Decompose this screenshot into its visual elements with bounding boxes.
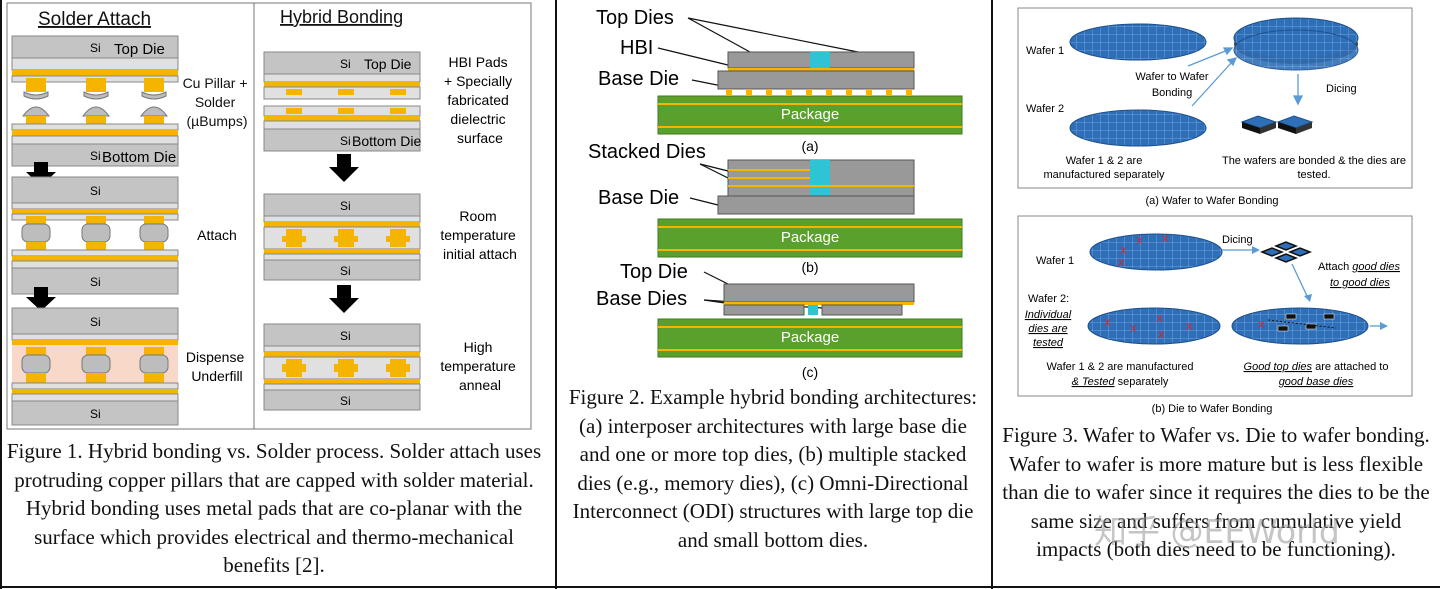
label-top-die-c: Top Die: [620, 261, 688, 283]
divider-2: [991, 0, 993, 589]
subcaption-a: (a): [801, 138, 818, 154]
svg-text:Si: Si: [340, 329, 351, 343]
hybrid-stage-3: Si Si: [263, 323, 421, 411]
svg-text:X: X: [1158, 330, 1165, 341]
label-base-die-b: Base Die: [598, 187, 679, 209]
svg-text:X: X: [1186, 322, 1193, 333]
package-label-b: Package: [781, 229, 839, 246]
arrow-down-icon: [329, 154, 359, 182]
subcaption-c: (c): [802, 364, 818, 380]
svg-text:Si: Si: [90, 184, 101, 198]
svg-text:X: X: [1120, 246, 1127, 257]
label-hbi-pads: HBI Pads + Specially fabricated dielectr…: [444, 54, 516, 146]
hybrid-stage-1: Si Top Die Si Bottom Die: [263, 51, 421, 152]
divider-left: [0, 0, 2, 589]
bottom-rule: [0, 586, 1440, 588]
arrow-down-icon: [26, 162, 56, 186]
svg-text:Attach good dies: Attach good dies: [1318, 261, 1400, 273]
svg-text:X: X: [1118, 258, 1125, 269]
svg-text:Si: Si: [340, 394, 351, 408]
svg-text:Bottom Die: Bottom Die: [352, 133, 421, 149]
diced-grid: [1259, 241, 1313, 263]
heading-solder-attach: Solder Attach: [38, 9, 151, 30]
svg-text:Si: Si: [340, 57, 351, 71]
svg-text:Si: Si: [340, 199, 351, 213]
svg-text:Si: Si: [340, 134, 351, 148]
svg-text:Wafer 1: Wafer 1: [1036, 255, 1074, 267]
svg-text:Si: Si: [90, 41, 101, 55]
label-bottom-die: Bottom Die: [102, 149, 176, 166]
svg-text:Si: Si: [90, 275, 101, 289]
solder-stage-3: Si Si: [11, 307, 179, 426]
hybrid-stage-2: Si Si: [263, 193, 421, 281]
label-hbi: HBI: [620, 37, 653, 59]
svg-text:Top Die: Top Die: [364, 56, 412, 72]
svg-text:Wafer 1: Wafer 1: [1026, 45, 1064, 57]
label-room-temp: Room temperature initial attach: [440, 208, 519, 262]
subcaption-b: (b): [801, 259, 818, 275]
svg-text:X: X: [1130, 324, 1137, 335]
svg-text:Si: Si: [90, 149, 101, 163]
bumps-a: [726, 89, 912, 96]
package-label-c: Package: [781, 329, 839, 346]
label-dispense-underfill: Dispense Underfill: [186, 349, 248, 384]
arch-b: Package: [657, 159, 963, 258]
svg-text:The wafers are bonded & the di: The wafers are bonded & the dies aretest…: [1222, 155, 1406, 181]
svg-text:Si: Si: [340, 264, 351, 278]
figure1-diagram: Solder Attach Hybrid Bonding Si Top Die …: [6, 2, 532, 430]
label-base-die-a: Base Die: [598, 68, 679, 90]
svg-text:& Tested separately: & Tested separately: [1072, 376, 1169, 388]
svg-text:to good dies: to good dies: [1330, 277, 1390, 289]
label-attach: Attach: [197, 227, 237, 243]
svg-text:Si: Si: [90, 315, 101, 329]
arch-a: Package: [657, 51, 963, 135]
svg-text:good base dies: good base dies: [1279, 376, 1354, 388]
arrow-down-icon: [26, 287, 56, 311]
figure2-caption: Figure 2. Example hybrid bonding archite…: [568, 385, 978, 552]
package-label-a: Package: [781, 106, 839, 123]
heading-hybrid-bonding: Hybrid Bonding: [280, 7, 403, 27]
svg-text:Wafer 2: Wafer 2: [1026, 103, 1064, 115]
svg-text:X: X: [1162, 234, 1169, 245]
figure3b-caption: (b) Die to Wafer Bonding: [1152, 403, 1273, 415]
diced-dies: [1240, 115, 1314, 134]
svg-text:X: X: [1136, 236, 1143, 247]
divider-1: [555, 0, 557, 589]
solder-stage-1: Si Top Die Si Bottom Die: [11, 35, 179, 167]
label-top-die: Top Die: [114, 41, 165, 58]
svg-text:Dicing: Dicing: [1222, 234, 1253, 246]
svg-text:Dicing: Dicing: [1326, 83, 1357, 95]
svg-text:Good top dies are attached to: Good top dies are attached to: [1244, 361, 1389, 373]
figure3-caption: Figure 3. Wafer to Wafer vs. Die to wafe…: [1002, 423, 1430, 561]
label-high-temp: High temperature anneal: [440, 339, 519, 393]
figure3a-caption: (a) Wafer to Wafer Bonding: [1145, 195, 1278, 207]
figure1-frame: [6, 2, 532, 430]
svg-text:Wafer 2:: Wafer 2:: [1028, 293, 1069, 305]
figure2-diagram: Top Dies HBI Base Die Package (a) Stacke…: [588, 7, 963, 380]
label-stacked-dies: Stacked Dies: [588, 141, 706, 163]
svg-text:Wafer 1 & 2 are manufactured: Wafer 1 & 2 are manufactured: [1047, 361, 1194, 373]
svg-text:Si: Si: [90, 407, 101, 421]
label-top-dies: Top Dies: [596, 7, 674, 29]
solder-stage-2: Si Si: [11, 176, 179, 295]
svg-text:X: X: [1258, 320, 1265, 331]
label-base-dies: Base Dies: [596, 288, 687, 310]
arch-c: Package: [657, 283, 963, 358]
figure1-caption: Figure 1. Hybrid bonding vs. Solder proc…: [6, 439, 542, 577]
label-cu-pillar: Cu Pillar + Solder (µBumps): [183, 75, 252, 129]
watermark: 知乎 @EEWorld: [1094, 512, 1340, 551]
svg-text:X: X: [1156, 314, 1163, 325]
svg-text:X: X: [1104, 318, 1111, 329]
arrow-down-icon: [329, 285, 359, 313]
